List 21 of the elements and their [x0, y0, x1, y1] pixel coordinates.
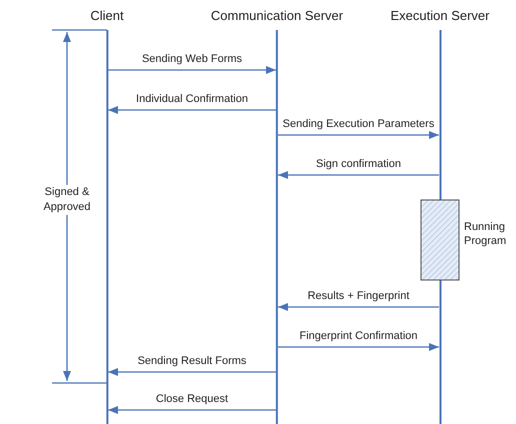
- message-label: Results + Fingerprint: [308, 290, 410, 302]
- message-arrow: [278, 171, 439, 179]
- lifeline-header: Execution Server: [390, 8, 490, 23]
- message-arrow: [278, 131, 439, 139]
- message-label: Sending Result Forms: [138, 355, 246, 367]
- message-label: Fingerprint Confirmation: [300, 330, 418, 342]
- message-arrow: [108, 106, 276, 114]
- message-label: Sign confirmation: [316, 158, 401, 170]
- message-arrow: [278, 343, 439, 351]
- lifeline-header: Client: [90, 8, 124, 23]
- message-arrow: [108, 66, 276, 74]
- message-label: Close Request: [156, 393, 228, 405]
- activation-caption: Running Program: [464, 220, 508, 248]
- activation-box: [420, 200, 460, 280]
- lifeline-header: Communication Server: [210, 8, 344, 23]
- message-label: Sending Web Forms: [142, 53, 242, 65]
- message-arrow: [108, 406, 276, 414]
- message-label: Individual Confirmation: [136, 93, 248, 105]
- message-arrow: [278, 303, 439, 311]
- message-arrow: [108, 368, 276, 376]
- message-label: Sending Execution Parameters: [282, 118, 434, 130]
